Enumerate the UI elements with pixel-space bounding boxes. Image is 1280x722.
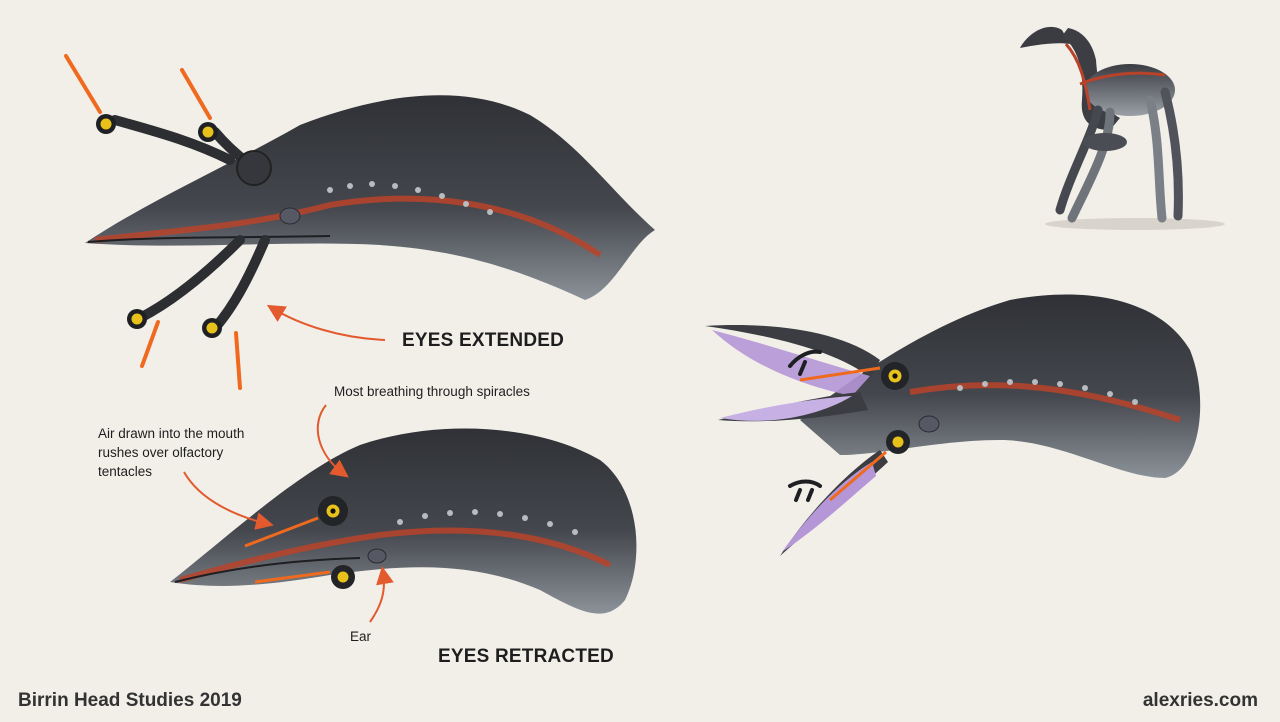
arrow-eyes-extended [266,304,386,341]
eyestalk-upper-right [180,68,272,186]
ear-annotation: Ear [350,629,372,644]
eyestalk-upper-left [64,54,235,165]
ear-opening-2 [367,548,387,564]
spiracles-annotation: Most breathing through spiracles [334,384,530,399]
head-eyes-retracted-illustration [170,428,637,614]
arrow-ear [369,566,394,623]
arrow-mouth [183,471,274,530]
mouth-annotation: Air drawn into the mouth rushes over olf… [98,426,245,479]
spiracle-dots-3 [957,379,1138,405]
head-eyes-extended-illustration [64,54,655,390]
ear-opening-3 [918,415,940,433]
spiracle-dots-2 [397,509,578,535]
arrow-spiracles [316,404,349,478]
eyestalk-lower-pair [127,235,270,390]
spiracle-dots-1 [327,181,493,215]
head-mouth-open-illustration [705,294,1201,556]
ear-opening-1 [279,207,301,225]
eyes-extended-heading: EYES EXTENDED [402,330,565,351]
footer-title: Birrin Head Studies 2019 [18,690,242,711]
footer-site: alexries.com [1142,690,1258,711]
eyes-retracted-heading: EYES RETRACTED [438,646,614,667]
full-body-figure-illustration [1020,26,1225,230]
